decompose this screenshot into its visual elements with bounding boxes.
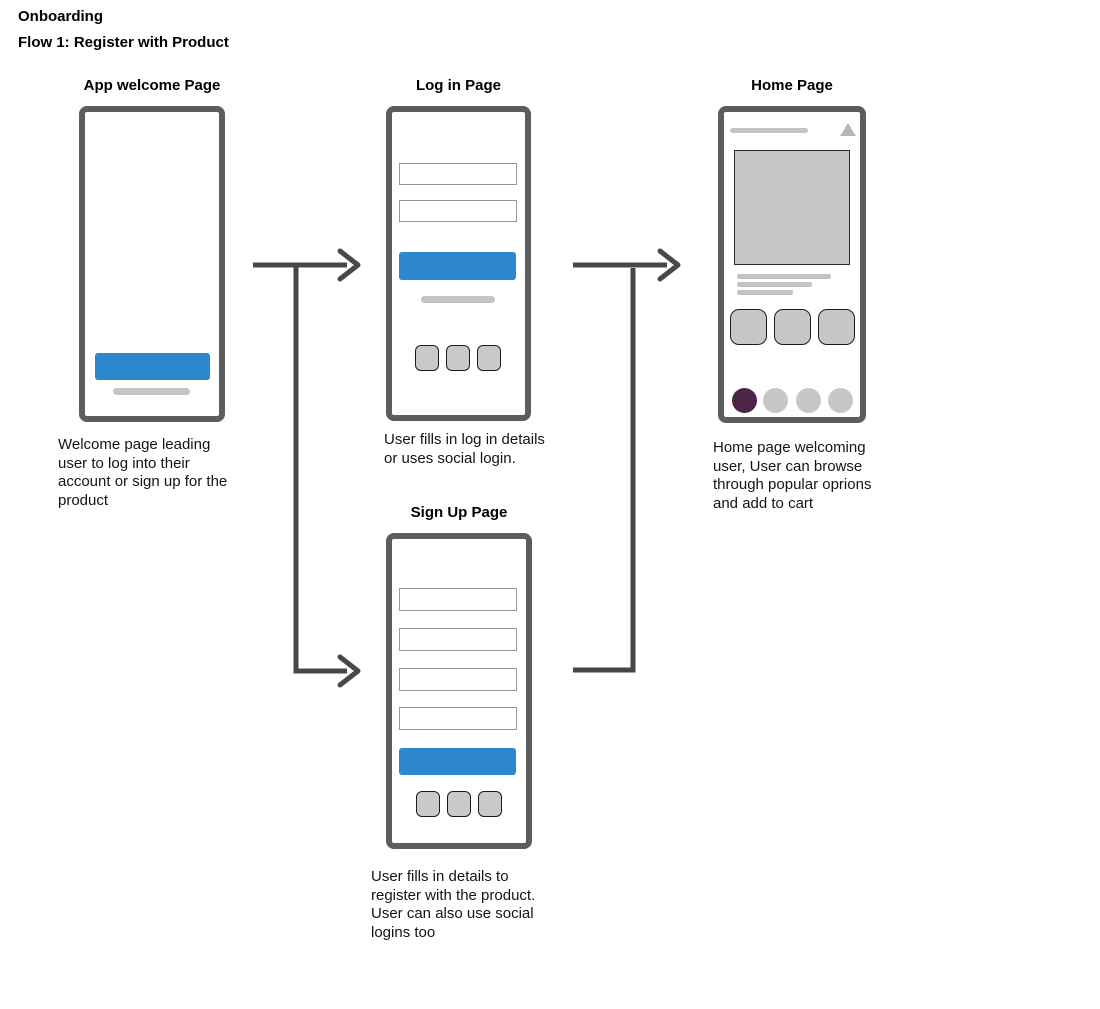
wireframe-phone-welcome <box>79 106 225 422</box>
home-text-line-placeholder <box>737 282 812 287</box>
screen-title-home: Home Page <box>751 77 833 94</box>
screen-title-login: Log in Page <box>415 77 501 94</box>
flow-subtitle: Flow 1: Register with Product <box>18 34 229 51</box>
social-button-placeholder <box>416 791 440 817</box>
nav-dot <box>828 388 853 413</box>
arrowhead-signup <box>337 654 361 688</box>
caption-login: User fills in log in details or uses soc… <box>384 431 545 467</box>
signup-input-placeholder-4 <box>399 707 517 730</box>
screen-title-signup: Sign Up Page <box>410 504 508 521</box>
arrowhead-home <box>657 248 681 282</box>
caption-signup: User fills in details to register with t… <box>371 868 536 941</box>
social-button-placeholder <box>447 791 471 817</box>
home-header-line-placeholder <box>730 128 808 133</box>
document-title: Onboarding <box>18 8 103 25</box>
social-button-placeholder <box>446 345 470 371</box>
welcome-link-placeholder <box>113 388 190 395</box>
wireframe-phone-signup <box>386 533 532 849</box>
signup-input-placeholder-2 <box>399 628 517 651</box>
nav-dot <box>796 388 821 413</box>
home-image-placeholder <box>734 150 850 265</box>
login-input-placeholder-1 <box>399 163 517 185</box>
arrow-welcome-to-signup <box>293 265 347 674</box>
signup-social-buttons <box>416 791 502 817</box>
login-link-placeholder <box>421 296 495 303</box>
login-input-placeholder-2 <box>399 200 517 222</box>
home-card-placeholder <box>818 309 855 345</box>
home-text-line-placeholder <box>737 274 831 279</box>
social-button-placeholder <box>478 791 502 817</box>
arrowhead-login <box>337 248 361 282</box>
home-card-placeholder <box>730 309 767 345</box>
screen-title-welcome: App welcome Page <box>83 77 221 94</box>
wireframe-phone-login <box>386 106 531 421</box>
welcome-button-placeholder <box>95 353 210 380</box>
caption-welcome: Welcome page leading user to log into th… <box>58 436 228 509</box>
arrow-signup-to-home <box>573 268 636 673</box>
login-social-buttons <box>415 345 501 371</box>
social-button-placeholder <box>415 345 439 371</box>
home-text-line-placeholder <box>737 290 793 295</box>
wireframe-phone-home <box>718 106 866 423</box>
caption-home: Home page welcoming user, User can brows… <box>713 439 872 512</box>
login-button-placeholder <box>399 252 516 280</box>
nav-dot <box>763 388 788 413</box>
signup-button-placeholder <box>399 748 516 775</box>
nav-dot-active <box>732 388 757 413</box>
triangle-icon <box>840 123 856 136</box>
signup-input-placeholder-3 <box>399 668 517 691</box>
home-card-placeholder <box>774 309 811 345</box>
signup-input-placeholder-1 <box>399 588 517 611</box>
social-button-placeholder <box>477 345 501 371</box>
